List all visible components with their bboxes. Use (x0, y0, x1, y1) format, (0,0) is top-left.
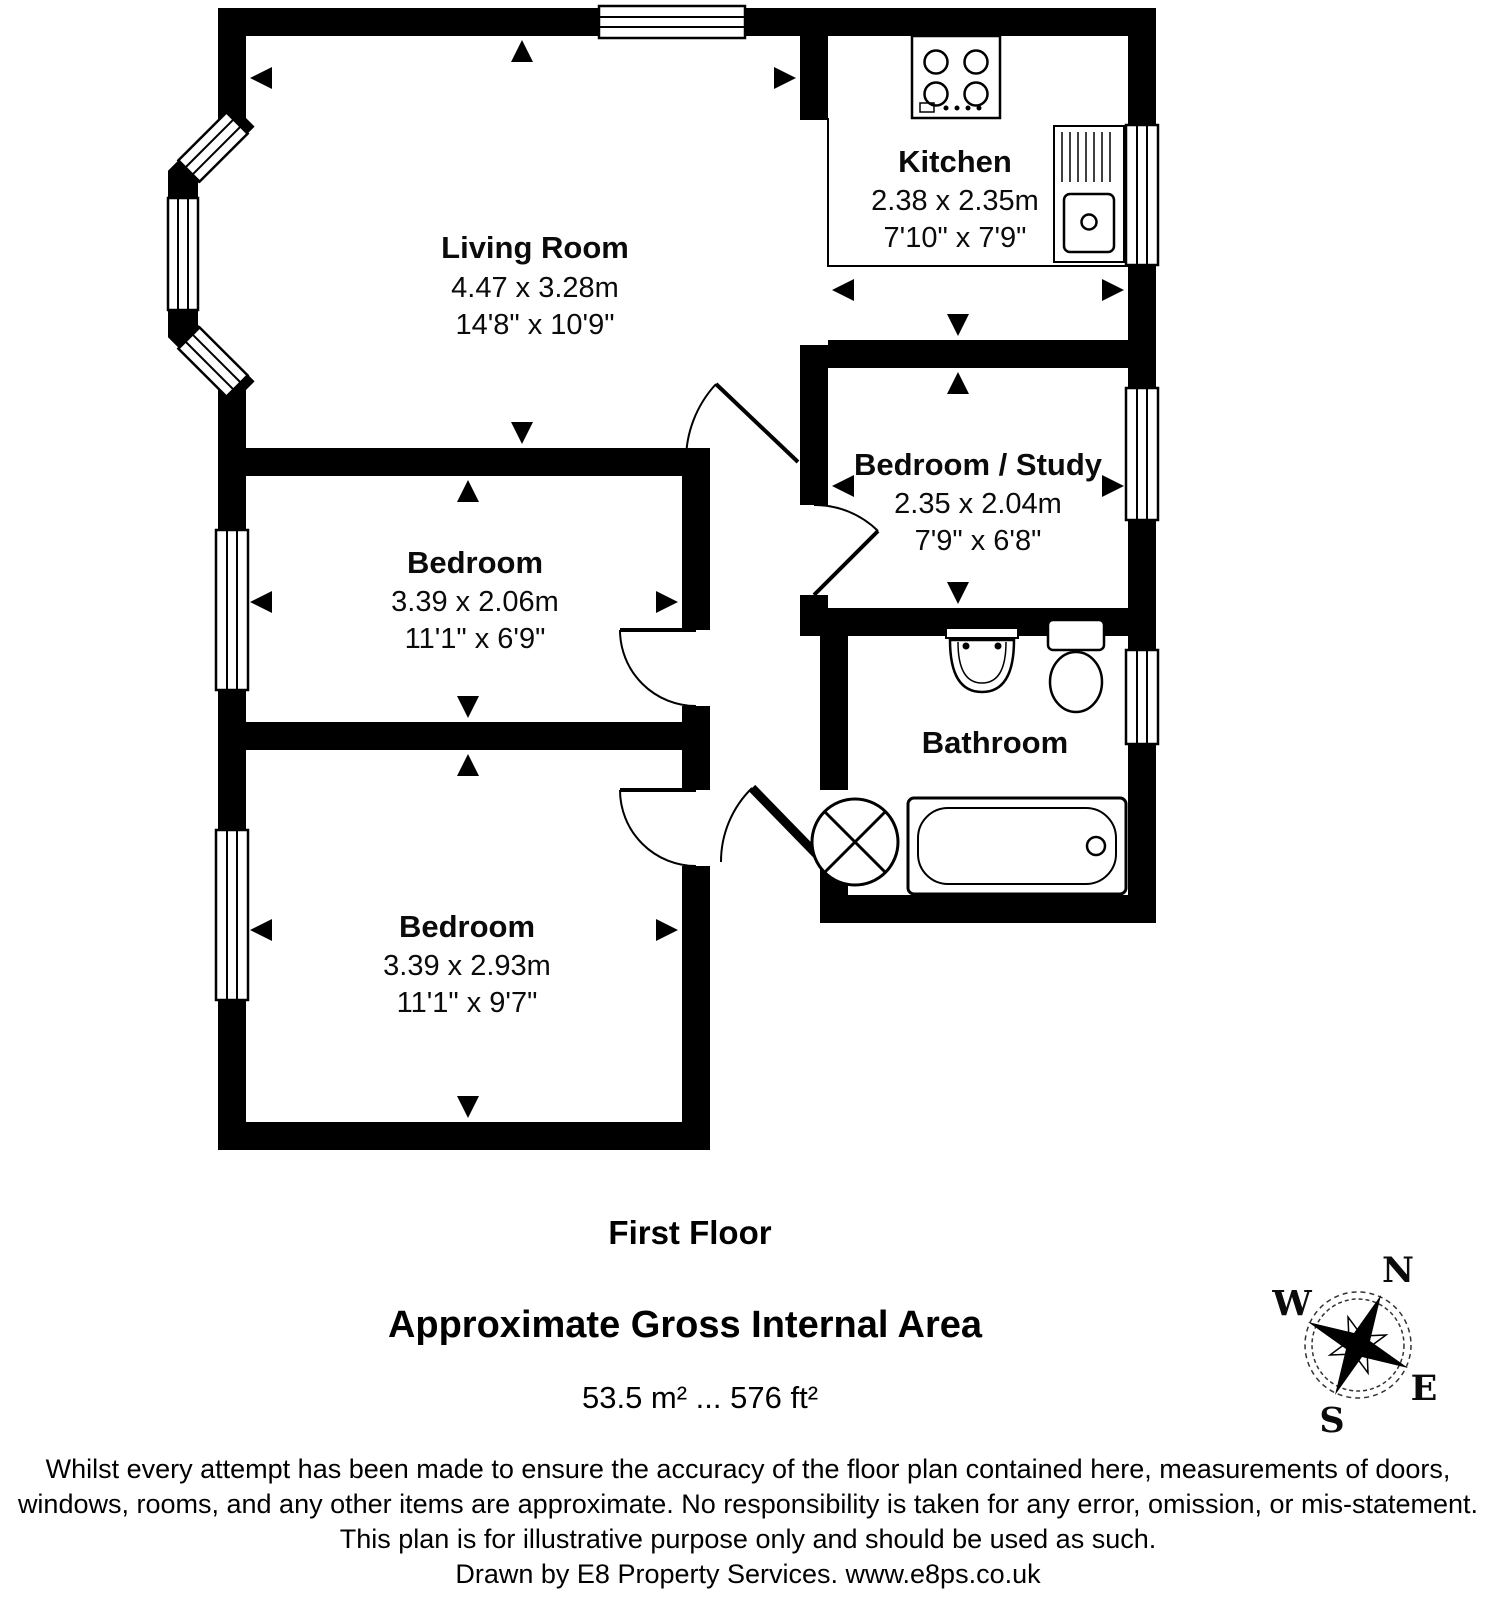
compass-south-label: S (1319, 1400, 1344, 1441)
bathroom-name: Bathroom (922, 725, 1068, 760)
floor-label: First Floor (608, 1214, 772, 1251)
living-room-imperial: 14'8" x 10'9" (455, 309, 614, 341)
window-bedroom-mid-left (214, 528, 250, 692)
window-bathroom-right (1124, 648, 1160, 746)
bedroom-study-metric: 2.35 x 2.04m (894, 488, 1062, 520)
bedroom-study-name: Bedroom / Study (854, 447, 1103, 482)
arrow-left-icon (250, 591, 272, 613)
door-living-room (684, 382, 800, 464)
arrow-up-icon (511, 40, 533, 62)
windows (166, 4, 1160, 1002)
shower-icon (810, 797, 900, 887)
kitchen-imperial: 7'10" x 7'9" (884, 222, 1027, 254)
disclaimer-line: Whilst every attempt has been made to en… (45, 1454, 1451, 1484)
window-bedroom-bottom-left (214, 828, 250, 1002)
sink-icon (1053, 125, 1125, 263)
bedroom-mid-name: Bedroom (407, 545, 543, 580)
arrow-down-icon (947, 314, 969, 336)
compass-west-label: W (1271, 1283, 1312, 1324)
compass-rose: N W E S (1271, 1250, 1437, 1441)
arrow-down-icon (457, 1096, 479, 1118)
window-bay-upper (176, 110, 250, 184)
door-bedroom-bottom (619, 788, 697, 867)
area-value: 53.5 m² ... 576 ft² (581, 1380, 819, 1415)
arrow-down-icon (511, 422, 533, 444)
arrow-right-icon (1102, 475, 1124, 497)
disclaimer-line: This plan is for illustrative purpose on… (339, 1524, 1157, 1554)
bedroom-study-imperial: 7'9" x 6'8" (915, 525, 1042, 557)
arrow-right-icon (774, 67, 796, 89)
arrow-left-icon (832, 475, 854, 497)
arrow-left-icon (250, 919, 272, 941)
arrow-right-icon (656, 919, 678, 941)
bedroom-bottom-imperial: 11'1" x 9'7" (397, 987, 538, 1019)
window-bay-lower (176, 325, 250, 399)
disclaimer-line: Drawn by E8 Property Services. www.e8ps.… (455, 1559, 1041, 1589)
disclaimer-line: windows, rooms, and any other items are … (17, 1489, 1479, 1519)
window-kitchen-right (1124, 123, 1160, 267)
door-bedroom-mid (619, 628, 697, 707)
disclaimer: Whilst every attempt has been made to en… (0, 1452, 1496, 1592)
compass-north-label: N (1382, 1250, 1414, 1291)
window-top (597, 4, 747, 40)
toilet-icon (1046, 618, 1106, 714)
room-labels: Living Room 4.47 x 3.28m 14'8" x 10'9" K… (383, 144, 1103, 1019)
arrow-left-icon (832, 279, 854, 301)
basin-icon (945, 627, 1019, 694)
stove-icon (910, 34, 1002, 120)
arrow-down-icon (947, 582, 969, 604)
arrow-down-icon (457, 696, 479, 718)
kitchen-counter (827, 118, 1128, 267)
bedroom-mid-imperial: 11'1" x 6'9" (405, 623, 546, 655)
bedroom-bottom-metric: 3.39 x 2.93m (383, 950, 551, 982)
bedroom-bottom-name: Bedroom (399, 909, 535, 944)
bedroom-mid-metric: 3.39 x 2.06m (391, 586, 559, 618)
arrow-right-icon (1102, 279, 1124, 301)
kitchen-name: Kitchen (898, 144, 1012, 179)
compass-east-label: E (1411, 1368, 1438, 1409)
kitchen-metric: 2.38 x 2.35m (871, 185, 1039, 217)
arrow-right-icon (656, 591, 678, 613)
door-bedroom-study (812, 503, 880, 597)
window-study-right (1124, 386, 1160, 522)
living-room-metric: 4.47 x 3.28m (451, 272, 619, 304)
area-title: Approximate Gross Internal Area (387, 1304, 983, 1346)
arrow-up-icon (457, 480, 479, 502)
bathtub-icon (906, 796, 1128, 896)
living-room-name: Living Room (441, 230, 629, 265)
dimension-arrows (250, 40, 1124, 1118)
walls (168, 8, 1156, 1150)
arrow-left-icon (250, 67, 272, 89)
arrow-up-icon (947, 372, 969, 394)
arrow-up-icon (457, 754, 479, 776)
window-bay-middle (166, 196, 200, 312)
door-bathroom (719, 784, 828, 866)
